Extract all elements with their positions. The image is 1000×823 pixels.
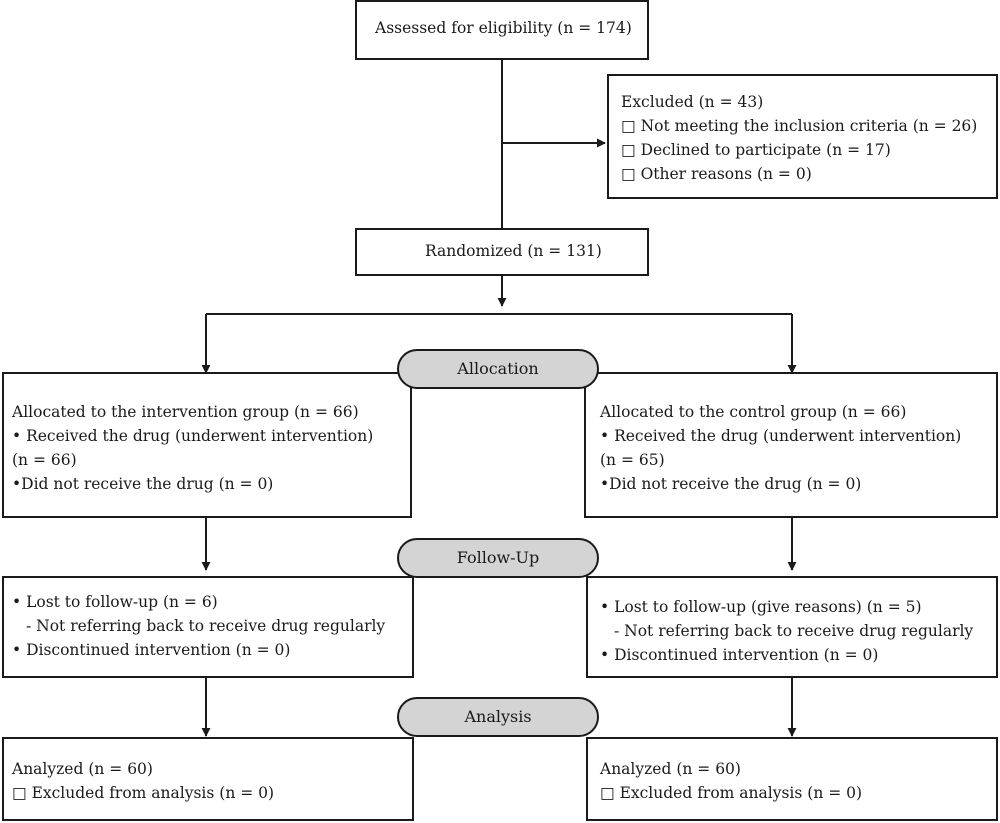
control-received-count: (n = 65): [600, 451, 665, 469]
intervention-not-received: •Did not receive the drug (n = 0): [12, 475, 274, 493]
intervention-allocation-box: Allocated to the intervention group (n =…: [2, 372, 412, 518]
intervention-lost-reason: - Not referring back to receive drug reg…: [26, 617, 386, 635]
intervention-followup-box: • Lost to follow-up (n = 6) - Not referr…: [2, 576, 414, 678]
control-lost: • Lost to follow-up (give reasons) (n = …: [600, 598, 922, 616]
assessed-text: Assessed for eligibility (n = 174): [375, 19, 632, 37]
randomized-text: Randomized (n = 131): [425, 242, 602, 260]
intervention-received-count: (n = 66): [12, 451, 77, 469]
control-followup-box: • Lost to follow-up (give reasons) (n = …: [586, 576, 998, 678]
intervention-discontinued: • Discontinued intervention (n = 0): [12, 641, 291, 659]
assessed-box: Assessed for eligibility (n = 174): [355, 0, 649, 60]
excluded-item: □ Not meeting the inclusion criteria (n …: [621, 117, 978, 135]
control-analysis-box: Analyzed (n = 60) □ Excluded from analys…: [586, 737, 998, 821]
intervention-excluded-analysis: □ Excluded from analysis (n = 0): [12, 784, 275, 802]
control-not-received: •Did not receive the drug (n = 0): [600, 475, 862, 493]
control-allocated: Allocated to the control group (n = 66): [600, 403, 907, 421]
control-excluded-analysis: □ Excluded from analysis (n = 0): [600, 784, 863, 802]
stage-allocation: Allocation: [397, 349, 599, 389]
intervention-allocated: Allocated to the intervention group (n =…: [12, 403, 359, 421]
excluded-item: □ Declined to participate (n = 17): [621, 141, 891, 159]
randomized-box: Randomized (n = 131): [355, 228, 649, 276]
intervention-analyzed: Analyzed (n = 60): [12, 760, 153, 778]
excluded-item: □ Other reasons (n = 0): [621, 165, 812, 183]
control-allocation-box: Allocated to the control group (n = 66) …: [584, 372, 998, 518]
stage-follow-up: Follow-Up: [397, 538, 599, 578]
intervention-lost: • Lost to follow-up (n = 6): [12, 593, 218, 611]
control-received: • Received the drug (underwent intervent…: [600, 427, 962, 445]
stage-analysis: Analysis: [397, 697, 599, 737]
excluded-title: Excluded (n = 43): [621, 93, 764, 111]
control-lost-reason: - Not referring back to receive drug reg…: [614, 622, 974, 640]
excluded-box: Excluded (n = 43) □ Not meeting the incl…: [607, 74, 998, 199]
control-discontinued: • Discontinued intervention (n = 0): [600, 646, 879, 664]
control-analyzed: Analyzed (n = 60): [600, 760, 741, 778]
intervention-received: • Received the drug (underwent intervent…: [12, 427, 374, 445]
intervention-analysis-box: Analyzed (n = 60) □ Excluded from analys…: [2, 737, 414, 821]
